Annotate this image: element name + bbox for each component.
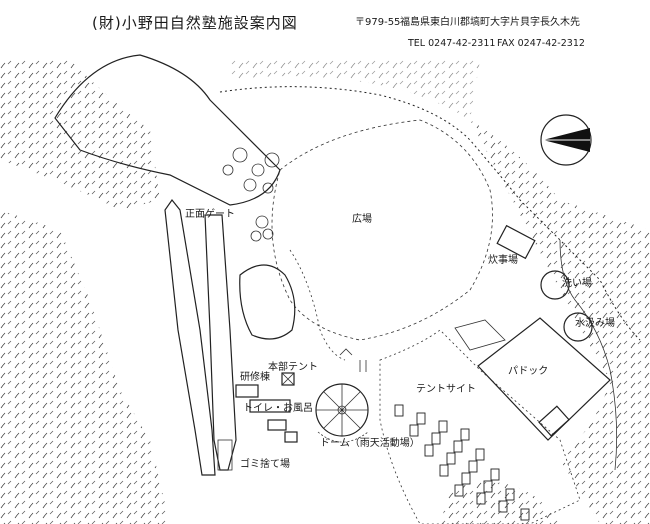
- boundary-trail: [219, 86, 641, 341]
- tent-plot: [461, 472, 471, 485]
- kenshu-label: 研修棟: [240, 370, 270, 383]
- wooded-hill: [54, 54, 281, 206]
- north-arrow-icon: [540, 114, 592, 166]
- tent-plot: [424, 444, 434, 457]
- suiji-label: 炊事場: [488, 253, 518, 266]
- hill-trail: [289, 249, 346, 361]
- fax-number: FAX 0247-42-2312: [497, 38, 585, 49]
- front-gate-label: 正面ゲート: [185, 208, 235, 220]
- dome-label: ドーム（雨天活動場）: [320, 436, 420, 449]
- dome-structure: [315, 383, 369, 443]
- paddock-label: パドック: [508, 365, 548, 377]
- forest-right: [230, 60, 650, 524]
- honbu-complex: [235, 348, 367, 443]
- tent-plot: [431, 432, 441, 445]
- araiba-label: 洗い場: [562, 276, 592, 289]
- tent-plot: [453, 440, 463, 453]
- forest-left: [0, 60, 170, 524]
- araiba-marker: [540, 270, 570, 300]
- stream: [559, 239, 618, 471]
- tent-plot: [460, 428, 470, 441]
- tent-plot: [416, 412, 426, 425]
- plaza-outline: [271, 119, 493, 341]
- rock-cluster: [250, 215, 274, 242]
- toilet-label: トイレ・お風呂: [243, 402, 313, 414]
- shrub-bottom: [440, 482, 560, 524]
- tent-plot: [438, 420, 448, 433]
- postal-code: 〒979-55: [355, 17, 401, 28]
- address: 福島県東白川郡塙町大字片貝字長久木先: [400, 17, 580, 28]
- gomi-area: [217, 439, 233, 471]
- gomi-label: ゴミ捨て場: [240, 457, 290, 470]
- tent-plot: [475, 448, 485, 461]
- tent-plot: [439, 464, 449, 477]
- paddock-area: [454, 317, 611, 441]
- honbu-tent-label: 本部テント: [268, 360, 318, 373]
- tent-plot: [446, 452, 456, 465]
- mizukumi-label: 水汲み場: [575, 316, 615, 329]
- hiroba-label: 広場: [352, 212, 372, 225]
- map-title: (財)小野田自然塾施設案内図: [92, 14, 298, 32]
- tent-plot: [409, 424, 419, 437]
- telephone: TEL 0247-42-2311: [408, 38, 496, 49]
- mizukumi-marker: [563, 312, 593, 342]
- tent-plot: [468, 460, 478, 473]
- suiji-building: [496, 224, 536, 260]
- tent-plot: [394, 404, 404, 417]
- tent-site-label: テントサイト: [416, 383, 476, 395]
- tent-plot: [490, 468, 500, 481]
- garden-hill: [239, 264, 296, 340]
- access-road: [164, 198, 237, 476]
